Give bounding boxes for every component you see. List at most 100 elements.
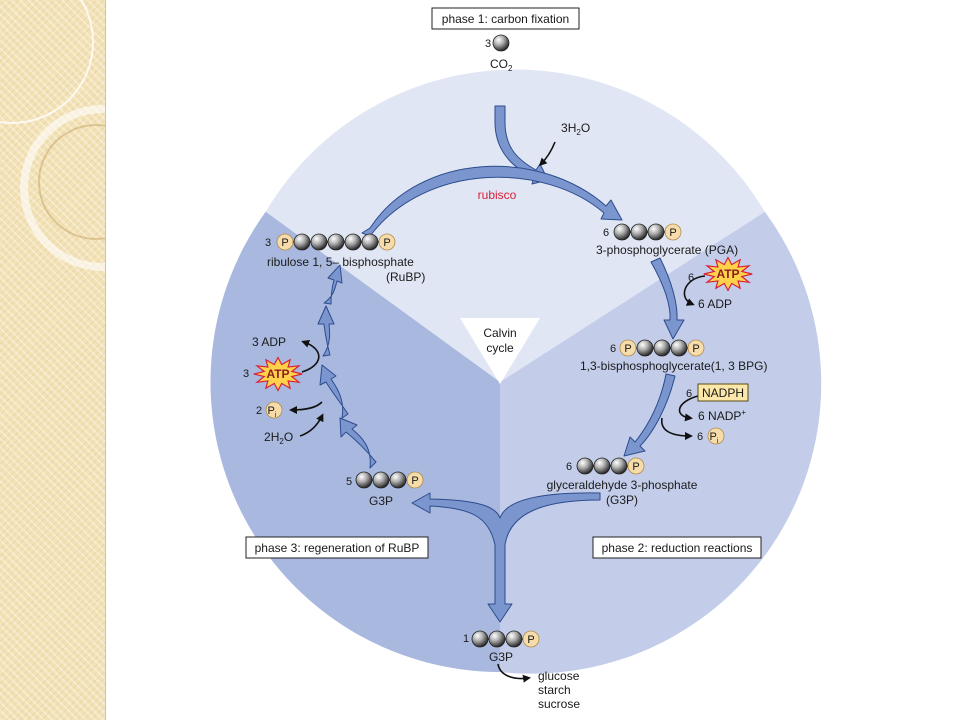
phosphate-group — [707, 427, 725, 445]
water-left-label: 2H2O — [264, 430, 293, 446]
atp-left-burst: ATP — [253, 356, 303, 392]
carbon-atom — [610, 457, 628, 475]
phosphate-label: P — [669, 227, 676, 239]
pi-right-count: 6 — [697, 431, 703, 443]
pi-label: Pi — [710, 431, 719, 445]
carbon-atom — [630, 223, 648, 241]
nadph-arrow — [678, 395, 699, 422]
sector-phase1 — [265, 69, 765, 382]
arrow-pga-to-bpg — [650, 257, 685, 340]
adp-left-label: 3 ADP — [252, 335, 286, 349]
product-glucose: glucose — [538, 669, 580, 683]
calvin-cycle-title-line2: cycle — [486, 341, 514, 355]
nadph-label: NADPH — [702, 386, 744, 400]
carbon-atom — [593, 457, 611, 475]
pi-left-count: 2 — [256, 405, 262, 417]
phosphate-group — [664, 223, 682, 241]
atp-starburst — [703, 256, 753, 292]
arrow-regen-3 — [317, 305, 335, 357]
atp-right-count: 6 — [688, 272, 694, 284]
co2-label: CO2 — [490, 57, 513, 73]
atp-right-burst: ATP — [703, 256, 753, 292]
adp-right-label: 6 ADP — [698, 297, 732, 311]
carbon-atom — [653, 339, 671, 357]
carbon-atom — [636, 339, 654, 357]
calvin-cycle-title-line1: Calvin — [483, 326, 516, 340]
g3p-left-count: 5 — [346, 476, 352, 488]
pga-label: 3-phosphoglycerate (PGA) — [596, 243, 738, 257]
phosphate-group — [619, 339, 637, 357]
g3p-left-molecule: 5 P G3P — [346, 471, 424, 508]
water-left-arrow — [299, 413, 324, 437]
water-top-label: 3H2O — [561, 121, 590, 137]
product-sucrose: sucrose — [538, 697, 580, 711]
phosphate-group — [276, 233, 294, 251]
carbon-atom — [488, 630, 506, 648]
carbon-atom — [355, 471, 373, 489]
pi-right: Pi — [707, 427, 725, 445]
pga-count: 6 — [603, 227, 609, 239]
carbon-atom — [613, 223, 631, 241]
g3p-right-label-line2: (G3P) — [606, 493, 638, 507]
phosphate-label: P — [624, 343, 631, 355]
phosphate-label: P — [632, 461, 639, 473]
g3p-right-molecule: 6 P glyceraldehyde 3-phosphate (G3P) — [547, 457, 698, 507]
pathway-arrows — [317, 105, 685, 623]
phosphate-label: P — [281, 237, 288, 249]
nadph-box — [697, 383, 749, 402]
phosphate-group — [378, 233, 396, 251]
pi-label: Pi — [268, 405, 277, 419]
phosphate-label: P — [411, 475, 418, 487]
g3p-out-label: G3P — [489, 650, 513, 664]
rubp-count: 3 — [265, 237, 271, 249]
nadp-label: 6 NADP+ — [698, 408, 746, 423]
carbon-atom — [471, 630, 489, 648]
center-triangle — [460, 318, 540, 384]
g3p-left-label: G3P — [369, 494, 393, 508]
atp-adp-left-arrow — [301, 339, 320, 373]
arrow-rubp-to-pga — [361, 165, 623, 237]
products-arrow — [497, 663, 531, 683]
phosphate-group — [522, 630, 540, 648]
atp-label: ATP — [266, 367, 289, 381]
carbon-atom — [647, 223, 665, 241]
bpg-count: 6 — [610, 343, 616, 355]
phase3-label-box: phase 3: regeneration of RuBP — [245, 536, 429, 559]
pi-right-arrow — [661, 417, 693, 440]
arrow-bpg-to-g3p — [623, 373, 676, 457]
phase1-label: phase 1: carbon fixation — [442, 12, 569, 26]
rubp-label-line1: ribulose 1, 5– bisphosphate — [267, 255, 414, 269]
phosphate-group — [265, 401, 283, 419]
phosphate-label: P — [383, 237, 390, 249]
nadph-count: 6 — [686, 388, 692, 400]
carbon-atom — [361, 233, 379, 251]
carbon-atom — [310, 233, 328, 251]
phosphate-group — [627, 457, 645, 475]
pga-molecule: 6 P 3-phosphoglycerate (PGA) — [596, 223, 738, 257]
carbon-atom — [389, 471, 407, 489]
water-top-arrow — [538, 141, 556, 167]
product-starch: starch — [538, 683, 571, 697]
side-reaction-arrows — [289, 141, 706, 683]
decorative-side-band — [0, 0, 106, 720]
carbon-atom — [372, 471, 390, 489]
phase2-label: phase 2: reduction reactions — [602, 541, 753, 555]
carbon-atom — [293, 233, 311, 251]
pi-left: Pi — [265, 401, 283, 419]
phosphate-label: P — [692, 343, 699, 355]
carbon-atom — [344, 233, 362, 251]
arrow-regen-1 — [339, 417, 377, 469]
phosphate-group — [406, 471, 424, 489]
atp-left-count: 3 — [243, 368, 249, 380]
phosphate-group — [687, 339, 705, 357]
rubp-label-line2: (RuBP) — [386, 270, 425, 284]
carbon-atom — [327, 233, 345, 251]
g3p-right-label-line1: glyceraldehyde 3-phosphate — [547, 478, 698, 492]
carbon-atom — [670, 339, 688, 357]
pi-left-arrow — [289, 401, 323, 414]
g3p-output-molecule: 1 P G3P — [463, 630, 540, 664]
phase2-label-box: phase 2: reduction reactions — [592, 536, 762, 559]
arrow-regen-2 — [319, 364, 349, 419]
rubp-molecule: 3 P P ribulose 1, 5– bisphosphate (RuBP) — [265, 233, 425, 284]
rubisco-enzyme-label: rubisco — [478, 188, 517, 202]
